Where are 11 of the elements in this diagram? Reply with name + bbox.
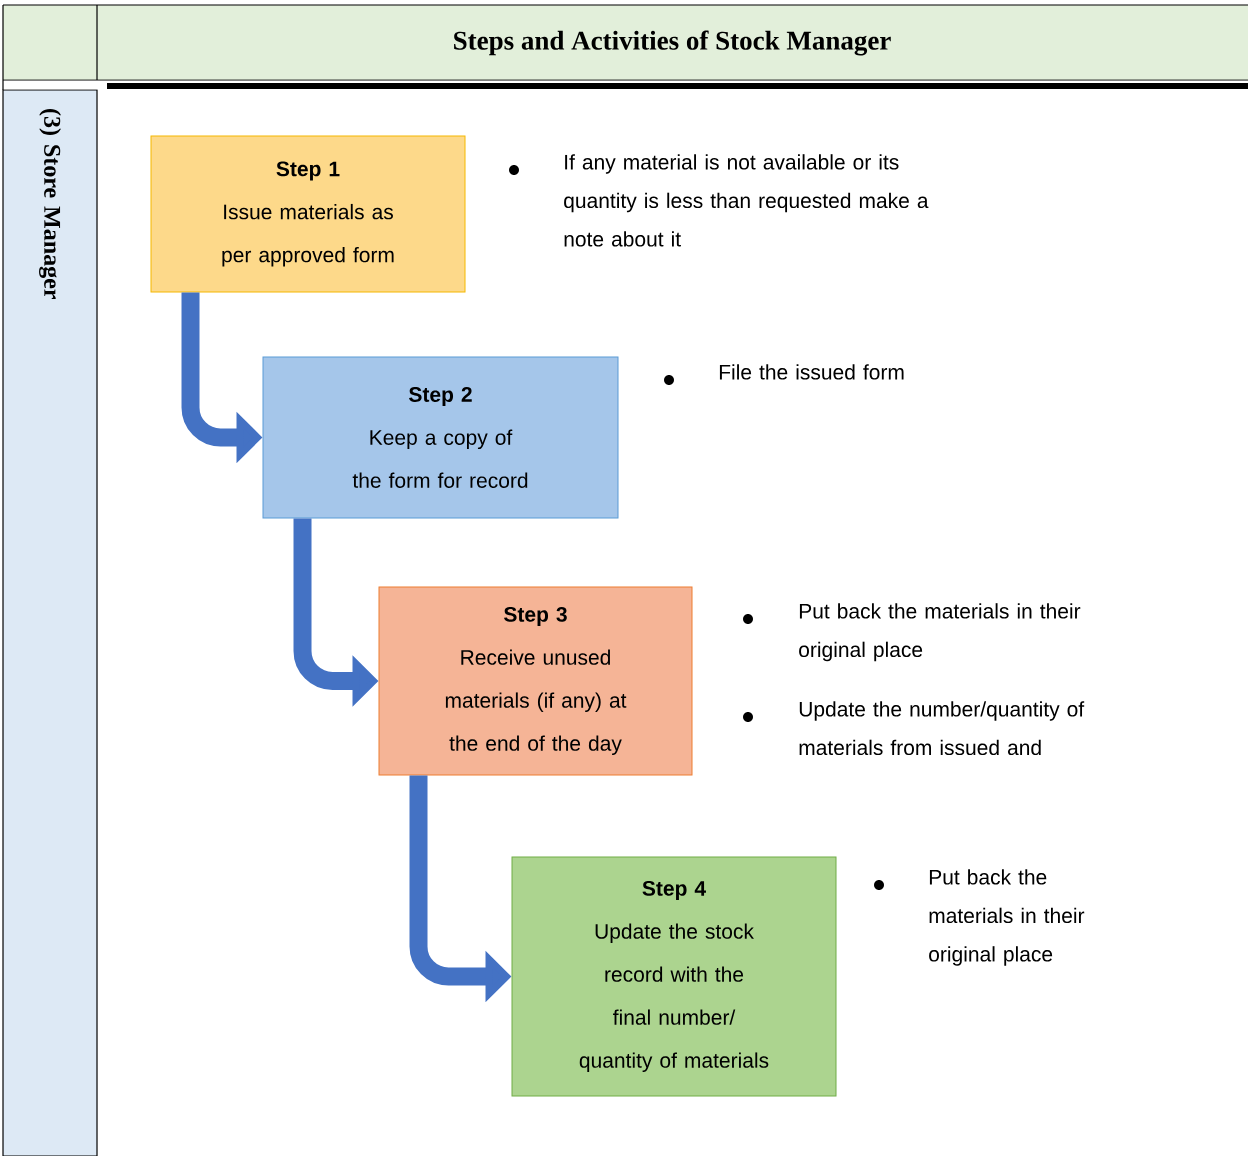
bullet-item: Update the number/quantity of materials from issued and: [743, 701, 1085, 756]
step-box: Step 1 Issue materials as per approved form: [150, 135, 466, 293]
step-box: Step 2 Keep a copy of the form for record: [262, 356, 619, 519]
bullet-item: If any material is not available or its quantity is less than requested make a note about it: [509, 154, 929, 247]
bullet-item: File the issued form: [664, 364, 904, 385]
bullet-item: Put back the materials in their original place: [743, 603, 1081, 662]
lane-band: (3) Store Manager: [2, 89, 98, 1156]
bullet-item: Put back the materials in their original place: [874, 869, 1085, 966]
title: Steps and Activities of Stock Manager: [454, 30, 891, 56]
step-box: Step 4 Update the stock record with the final number/ quantity of materials: [511, 856, 837, 1097]
step-box: Step 3 Receive unused materials (if any) at the end of the day: [378, 586, 693, 776]
